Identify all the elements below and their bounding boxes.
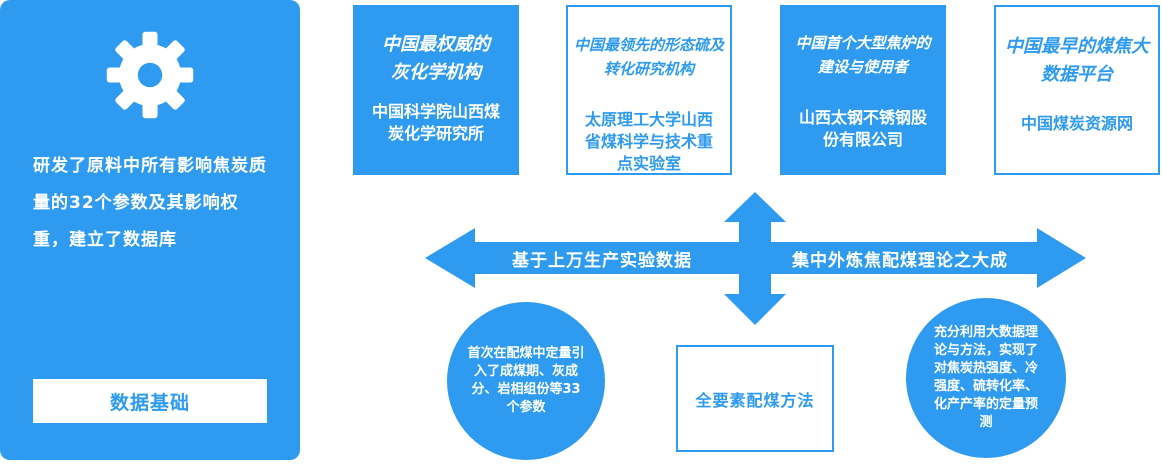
data-basis-label: 数据基础 (33, 379, 267, 423)
authority-box-1: 中国最权威的灰化学机构 中国科学院山西煤炭化学研究所 (353, 5, 519, 175)
vertical-arrow (724, 192, 786, 325)
authority-box-subtitle: 山西太钢不锈钢股份有限公司 (798, 108, 927, 149)
parameters-circle-text: 首次在配煤中定量引入了成煤期、灰成分、岩相组份等33个参数 (467, 346, 585, 415)
gear-icon (103, 28, 197, 122)
authority-box-2: 中国最领先的形态硫及转化研究机构 太原理工大学山西省煤科学与技术重点实验室 (566, 5, 732, 175)
authority-box-subtitle: 中国煤炭资源网 (1020, 114, 1133, 133)
authority-box-title: 中国首个大型焦炉的建设与使用者 (795, 34, 931, 76)
authority-box-title: 中国最早的煤焦大数据平台 (1005, 36, 1149, 85)
arrow-right-label: 集中外炼焦配煤理论之大成 (792, 251, 1008, 271)
authority-box-title: 中国最权威的灰化学机构 (382, 34, 490, 83)
authority-box-subtitle: 中国科学院山西煤炭化学研究所 (371, 102, 500, 143)
data-foundation-description: 研发了原料中所有影响焦炭质量的32个参数及其影响权重，建立了数据库 (33, 156, 267, 250)
prediction-circle: 充分利用大数据理论与方法，实现了对焦炭热强度、冷强度、硫转化率、化产产率的定量预… (906, 298, 1066, 458)
arrow-left-label: 基于上万生产实验数据 (512, 251, 692, 271)
parameters-circle: 首次在配煤中定量引入了成煤期、灰成分、岩相组份等33个参数 (447, 302, 605, 460)
authority-box-4: 中国最早的煤焦大数据平台 中国煤炭资源网 (994, 5, 1160, 175)
authority-box-3: 中国首个大型焦炉的建设与使用者 山西太钢不锈钢股份有限公司 (780, 5, 946, 175)
authority-box-title: 中国最领先的形态硫及转化研究机构 (574, 36, 725, 78)
method-box: 全要素配煤方法 (676, 345, 834, 452)
prediction-circle-text: 充分利用大数据理论与方法，实现了对焦炭热强度、冷强度、硫转化率、化产产率的定量预… (933, 325, 1038, 430)
authority-box-subtitle: 太原理工大学山西省煤科学与技术重点实验室 (584, 110, 713, 173)
